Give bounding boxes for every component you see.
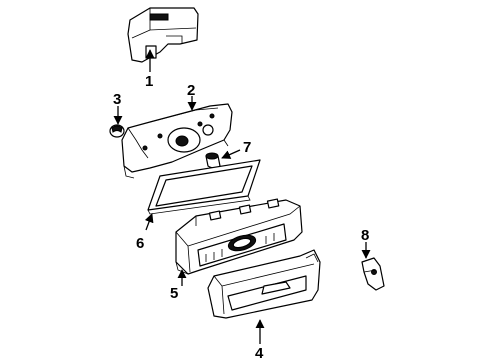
callout-5: 5 (170, 285, 178, 302)
part-4-bezel (207, 249, 321, 319)
part-7-socket (205, 152, 221, 169)
callout-2: 2 (187, 82, 195, 99)
callout-3: 3 (113, 91, 121, 108)
callout-4: 4 (255, 345, 264, 360)
part-3-bulb (109, 124, 125, 138)
part-8-clip (361, 257, 385, 291)
part-2-lamp-housing (121, 103, 233, 179)
leader-7 (221, 149, 241, 159)
callout-7: 7 (243, 139, 251, 156)
part-6-gasket (147, 159, 261, 215)
callout-6: 6 (136, 235, 144, 252)
part-1-bracket (127, 7, 199, 63)
callout-8: 8 (361, 227, 369, 244)
leader-6 (144, 213, 154, 231)
callout-1: 1 (145, 73, 153, 90)
